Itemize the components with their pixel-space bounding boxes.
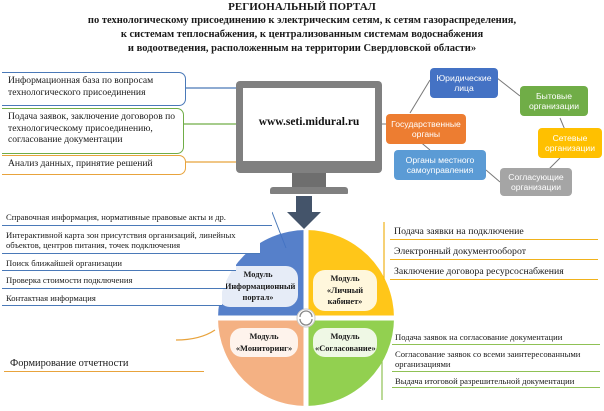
title-line-1: РЕГИОНАЛЬНЫЙ ПОРТАЛ — [228, 1, 376, 13]
info-portal-list: Справочная информация, нормативные право… — [2, 211, 272, 309]
info-item-search: Поиск ближайшей организации — [2, 256, 236, 271]
left-box-info-base: Информационная база по вопросам технолог… — [2, 72, 186, 106]
title-line-2: по технологическому присоединению к элек… — [87, 15, 517, 26]
approval-item-submit: Подача заявок на согласование документац… — [392, 332, 600, 345]
approval-list: Подача заявок на согласование документац… — [392, 332, 600, 392]
cabinet-item-edoc: Электронный документооборот — [390, 246, 598, 260]
monitoring-item-reports: Формирование отчетности — [4, 357, 204, 372]
title-line-3: к системам теплоснабжения, к централизов… — [120, 29, 484, 40]
left-box-analysis: Анализ данных, принятие решений — [2, 155, 186, 175]
monitor-screen — [243, 88, 375, 161]
bubble-state-bodies: Государственные органы — [386, 114, 466, 144]
portal-title: РЕГИОНАЛЬНЫЙ ПОРТАЛ по технологическому … — [0, 0, 604, 56]
cabinet-item-contract: Заключение договора ресурсоснабжения — [390, 266, 598, 280]
cabinet-item-apply: Подача заявки на подключение — [390, 226, 598, 240]
down-arrow-icon — [287, 196, 321, 229]
cycle-icon — [296, 308, 316, 328]
title-line-4: и водоотведения, расположенным на террит… — [127, 43, 477, 54]
monitor-stand — [292, 173, 326, 187]
left-box-applications: Подача заявок, заключение договоров по т… — [2, 108, 184, 154]
site-url-link[interactable]: www.seti.midural.ru — [258, 116, 360, 128]
module-approval-label: Модуль «Согласование» — [313, 328, 377, 357]
module-cabinet-label: Модуль «Личный кабинет» — [313, 270, 377, 311]
module-info-label: Модуль «Информационный портал» — [218, 266, 298, 307]
info-item-cost-check: Проверка стоимости подключения — [2, 274, 226, 289]
approval-item-issue: Выдача итоговой разрешительной документа… — [392, 376, 600, 388]
approval-item-coordinate: Согласование заявок со всеми заинтересов… — [392, 349, 600, 372]
bubble-local-government: Органы местного самоуправления — [394, 150, 486, 180]
monitoring-list: Формирование отчетности — [4, 357, 204, 372]
info-item-reference: Справочная информация, нормативные право… — [2, 211, 272, 226]
bubble-legal-entities: Юридические лица — [430, 68, 498, 98]
left-box-analysis-text: Анализ данных, принятие решений — [8, 158, 153, 169]
info-item-contacts: Контактная информация — [2, 291, 222, 306]
bubble-approving-orgs: Согласующие организации — [500, 168, 572, 196]
left-box-info-base-text: Информационная база по вопросам технолог… — [8, 75, 154, 98]
left-box-applications-text: Подача заявок, заключение договоров по т… — [8, 111, 176, 145]
info-item-map: Интерактивной карта зон присутствия орга… — [2, 228, 260, 254]
monitor-base — [270, 187, 348, 194]
cabinet-list: Подача заявки на подключение Электронный… — [390, 226, 598, 286]
bubble-network-orgs: Сетевые организации — [538, 128, 602, 158]
bubble-household-orgs: Бытовые организации — [520, 86, 588, 116]
module-monitoring-label: Модуль «Мониторинг» — [230, 328, 298, 357]
